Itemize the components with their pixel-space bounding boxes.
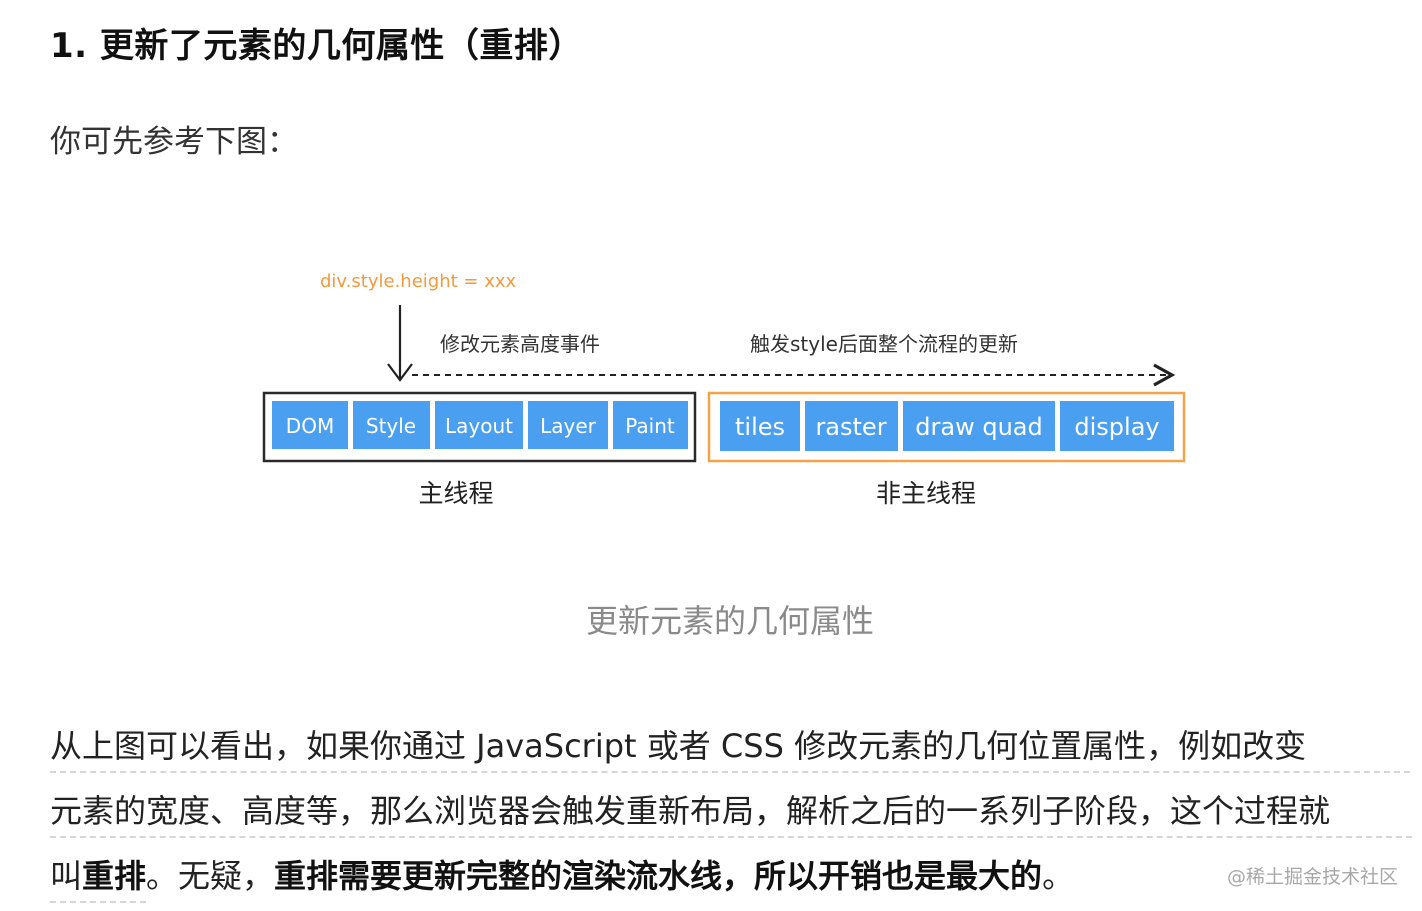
stage-layout	[435, 401, 523, 449]
non-main-thread-label: 非主线程	[876, 479, 976, 508]
stage-display-label: display	[1074, 413, 1159, 441]
paragraph-text: 叫	[50, 857, 83, 895]
trigger-label: 触发style后面整个流程的更新	[750, 332, 1018, 356]
stage-tiles	[720, 401, 800, 451]
stage-draw-quad	[903, 401, 1055, 451]
body-paragraph: 从上图可以看出，如果你通过 JavaScript 或者 CSS 修改元素的几何位…	[50, 716, 1415, 911]
stage-style-label: Style	[366, 414, 416, 438]
down-arrow-icon	[387, 305, 413, 382]
main-stage-blocks	[272, 401, 688, 449]
stage-style	[353, 401, 430, 449]
main-thread-label: 主线程	[418, 479, 493, 508]
intro-text: 你可先参考下图：	[50, 124, 298, 160]
stage-layer	[528, 401, 608, 449]
stage-draw-quad-label: draw quad	[915, 413, 1042, 441]
paragraph-line: 元素的宽度、高度等，那么浏览器会触发重新布局，解析之后的一系列子阶段，这个过程就	[50, 786, 1412, 838]
figure-caption: 更新元素的几何属性	[585, 602, 874, 640]
stage-layer-label: Layer	[540, 414, 597, 438]
stage-paint-label: Paint	[625, 414, 675, 438]
paragraph-text: 。	[1042, 857, 1075, 895]
stage-raster-label: raster	[815, 413, 886, 441]
paragraph-line: 叫重排。无疑，重排需要更新完整的渲染流水线，所以开销也是最大的。	[50, 857, 1075, 903]
section-heading: 1. 更新了元素的几何属性（重排）	[50, 26, 583, 66]
paragraph-fragment: 叫重排	[50, 851, 147, 903]
event-label: 修改元素高度事件	[440, 332, 600, 356]
stage-dom-label: DOM	[286, 414, 334, 438]
pipeline-diagram: div.style.height = xxx 修改元素高度事件 触发style后…	[0, 260, 1422, 530]
stage-layout-label: Layout	[445, 414, 513, 438]
emphasis-reflow: 重排	[82, 857, 147, 895]
code-label: div.style.height = xxx	[320, 271, 516, 292]
paragraph-line: 从上图可以看出，如果你通过 JavaScript 或者 CSS 修改元素的几何位…	[50, 721, 1410, 773]
stage-paint	[613, 401, 688, 449]
non-main-thread-box	[707, 391, 1186, 463]
stage-raster	[805, 401, 898, 451]
main-thread-box	[262, 391, 697, 463]
stage-tiles-label: tiles	[735, 413, 785, 441]
stage-dom	[272, 401, 348, 449]
emphasis-cost: 重排需要更新完整的渲染流水线，所以开销也是最大的	[274, 857, 1043, 895]
stage-display	[1060, 401, 1174, 451]
paragraph-text: 。无疑，	[146, 857, 275, 895]
watermark: @稀土掘金技术社区	[1226, 866, 1398, 888]
other-stage-blocks	[720, 401, 1174, 451]
